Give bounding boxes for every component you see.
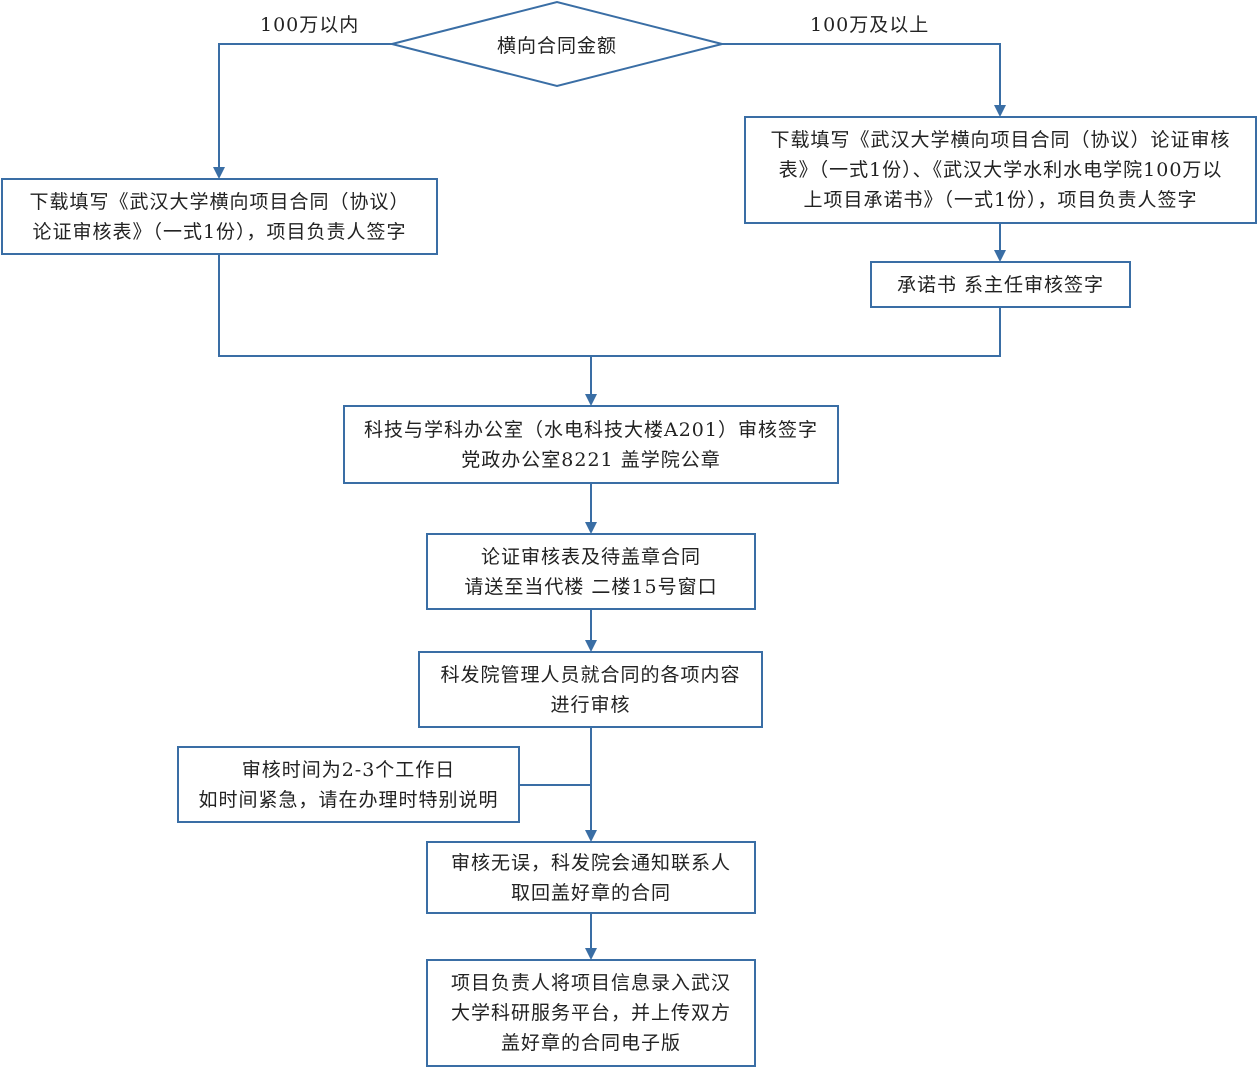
box-right-form: 下载填写《武汉大学横向项目合同（协议）论证审核表》（一式1份）、《武汉大学水利水… xyxy=(744,116,1257,224)
box-review-time-note-line-2: 如时间紧急，请在办理时特别说明 xyxy=(198,788,499,811)
box-review-time-note: 审核时间为2-3个工作日如时间紧急，请在办理时特别说明 xyxy=(177,746,520,823)
box-notify-contact: 审核无误，科发院会通知联系人取回盖好章的合同 xyxy=(426,841,756,914)
decision-label: 横向合同金额 xyxy=(496,34,617,57)
connector-left-branch xyxy=(213,43,392,179)
box-content-review: 科发院管理人员就合同的各项内容进行审核 xyxy=(418,651,763,728)
box-right-form-line-2: 表》（一式1份）、《武汉大学水利水电学院100万以 xyxy=(778,159,1223,181)
box-notify-contact-line-2: 取回盖好章的合同 xyxy=(510,881,671,904)
box-content-review-line-1: 科发院管理人员就合同的各项内容 xyxy=(440,663,741,686)
box-left-form: 下载填写《武汉大学横向项目合同（协议） 论证审核表》（一式1份），项目负责人签字 xyxy=(1,178,438,255)
box-submit-contract: 论证审核表及待盖章合同请送至当代楼 二楼15号窗口 xyxy=(426,533,756,610)
branch-label-over-100w: 100万及以上 xyxy=(810,14,930,36)
box-final-upload-line-3: 盖好章的合同电子版 xyxy=(500,1032,681,1054)
box-review-time-note-line-1: 审核时间为2-3个工作日 xyxy=(241,758,456,781)
box-right-form-line-1: 下载填写《武汉大学横向项目合同（协议）论证审核 xyxy=(770,129,1231,151)
box-pledge-sign: 承诺书 系主任审核签字 xyxy=(870,261,1131,308)
branch-label-under-100w: 100万以内 xyxy=(260,14,360,36)
box-office-review-line-2: 党政办公室8221 盖学院公章 xyxy=(461,448,721,471)
box-office-review: 科技与学科办公室（水电科技大楼A201）审核签字党政办公室8221 盖学院公章 xyxy=(343,405,839,484)
box-final-upload-line-2: 大学科研服务平台，并上传双方 xyxy=(450,1002,731,1024)
box-right-form-line-3: 上项目承诺书》（一式1份），项目负责人签字 xyxy=(803,189,1198,211)
connector-right-branch xyxy=(722,43,1006,117)
box-final-upload: 项目负责人将项目信息录入武汉大学科研服务平台，并上传双方盖好章的合同电子版 xyxy=(426,959,756,1067)
box-submit-contract-line-2: 请送至当代楼 二楼15号窗口 xyxy=(464,575,718,598)
box-notify-contact-line-1: 审核无误，科发院会通知联系人 xyxy=(450,851,731,874)
box-pledge-sign-line-1: 承诺书 系主任审核签字 xyxy=(896,273,1105,296)
box-content-review-line-2: 进行审核 xyxy=(550,693,631,716)
box-office-review-line-1: 科技与学科办公室（水电科技大楼A201）审核签字 xyxy=(364,418,818,441)
box-final-upload-line-1: 项目负责人将项目信息录入武汉 xyxy=(450,972,731,994)
box-left-form-line-1: 下载填写《武汉大学横向项目合同（协议） xyxy=(29,190,410,213)
connector-left-merge xyxy=(218,255,1001,357)
box-submit-contract-line-1: 论证审核表及待盖章合同 xyxy=(480,545,701,568)
box-left-form-line-2: 论证审核表》（一式1份），项目负责人签字 xyxy=(32,220,407,243)
